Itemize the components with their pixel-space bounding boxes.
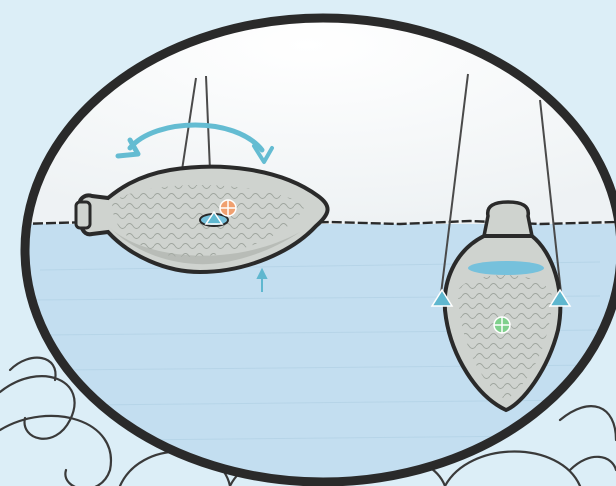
jar-neck bbox=[484, 202, 532, 236]
bottle-cap bbox=[76, 202, 90, 228]
stability-marker-icon bbox=[494, 317, 510, 333]
jar-inner-water bbox=[468, 261, 544, 275]
centre-of-gravity-icon bbox=[220, 200, 236, 216]
